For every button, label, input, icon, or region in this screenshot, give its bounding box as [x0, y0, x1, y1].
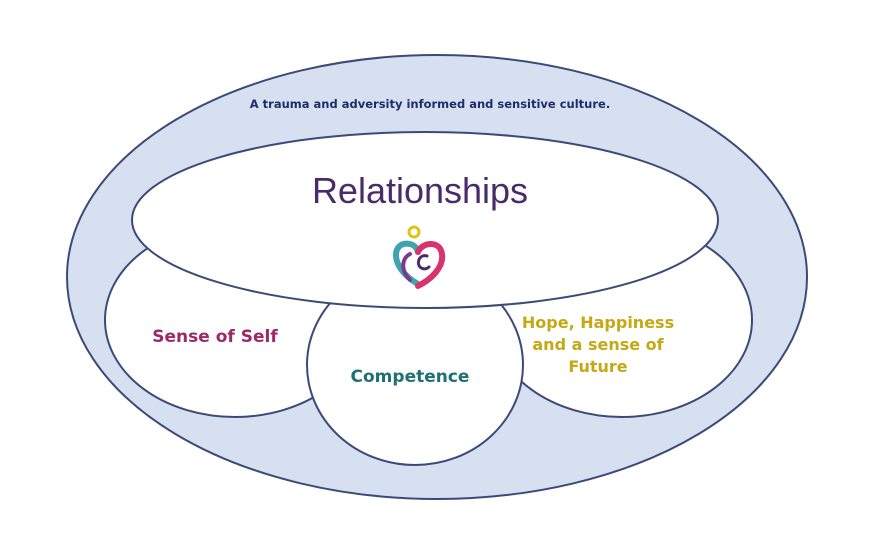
culture-label: A trauma and adversity informed and sens…: [249, 97, 611, 111]
hope-label: Hope, Happiness and a sense of Future: [518, 312, 678, 378]
hope-label-line3: Future: [568, 357, 628, 376]
heart-c-logo-icon: [393, 225, 446, 289]
competence-label: Competence: [350, 367, 470, 387]
sense-of-self-label: Sense of Self: [152, 327, 278, 347]
hope-label-line2: and a sense of: [532, 335, 664, 354]
relationships-ellipse: [131, 131, 719, 309]
hope-label-line1: Hope, Happiness: [521, 313, 675, 332]
relationships-title: Relationships: [311, 170, 529, 211]
